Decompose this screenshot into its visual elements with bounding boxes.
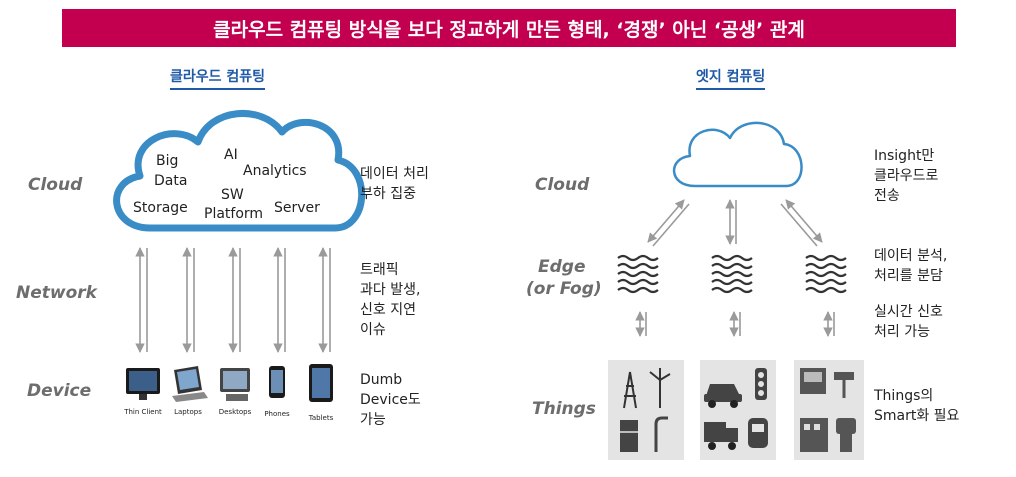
layer-things-label: Things <box>532 399 596 419</box>
device-label-laptops: Laptops <box>174 408 202 416</box>
desc-edge-share: 데이터 분석, 처리를 분담 <box>874 246 947 286</box>
desc-line: 트래픽 <box>360 262 399 278</box>
network-arrows <box>135 247 331 353</box>
cloud-word-data: Data <box>154 173 188 189</box>
cloud-word-server: Server <box>274 200 320 216</box>
desc-line: Insight만 <box>874 148 935 164</box>
edge-node-icons <box>617 254 847 294</box>
thin-client-icon <box>126 368 160 400</box>
cloud-word-platform: Platform <box>204 206 264 222</box>
banner: 클라우드 컴퓨팅 방식을 보다 정교하게 만든 형태, ‘경쟁’ 아닌 ‘공생’… <box>62 9 956 47</box>
tablet-icon <box>309 364 333 402</box>
desc-line: Dumb <box>360 372 403 388</box>
device-label-desktops: Desktops <box>218 408 252 416</box>
desc-network-traffic: 트래픽 과다 발생, 신호 지연 이슈 <box>360 260 420 340</box>
cloud-word-analytics: Analytics <box>243 163 307 179</box>
desc-line: 클라우드로 <box>874 168 939 184</box>
banner-title: 클라우드 컴퓨팅 방식을 보다 정교하게 만든 형태, ‘경쟁’ 아닌 ‘공생’… <box>213 18 805 41</box>
desc-line: 실시간 신호 <box>874 304 943 320</box>
layer-cloud-right-label: Cloud <box>535 175 590 195</box>
things-energy-icon <box>608 360 684 460</box>
layer-network-label: Network <box>16 283 97 303</box>
desktop-icon <box>220 368 250 401</box>
cloud-computing-title: 클라우드 컴퓨팅 <box>170 66 266 90</box>
laptop-icon <box>172 366 208 402</box>
desc-line: 신호 지연 <box>360 302 416 318</box>
things-transport-icon <box>700 360 776 460</box>
desc-dumb-device: Dumb Device도 가능 <box>360 370 421 430</box>
device-label-phones: Phones <box>264 410 290 418</box>
desc-line: 부하 집중 <box>360 186 416 202</box>
desc-line: 처리 가능 <box>874 324 930 340</box>
desc-line: 이슈 <box>360 322 386 338</box>
desc-line: 데이터 처리 <box>360 166 429 182</box>
cloud-word-big: Big <box>156 153 179 169</box>
layer-cloud-label: Cloud <box>28 175 83 195</box>
device-label-thin-client: Thin Client <box>124 408 162 416</box>
things-home-icon <box>794 360 864 460</box>
desc-line: 가능 <box>360 412 386 428</box>
desc-insight-only: Insight만 클라우드로 전송 <box>874 146 938 206</box>
phone-icon <box>269 366 285 398</box>
desc-edge-realtime: 실시간 신호 처리 가능 <box>874 302 943 342</box>
desc-line: 과다 발생, <box>360 282 421 298</box>
layer-edge-label: Edge <box>538 256 585 278</box>
edge-computing-title: 엣지 컴퓨팅 <box>696 66 766 90</box>
cloud-word-storage: Storage <box>133 200 188 216</box>
desc-line: Smart화 필요 <box>874 408 960 424</box>
layer-fog-label: (or Fog) <box>526 279 602 299</box>
desc-line: Things의 <box>874 388 934 404</box>
device-label-tablets: Tablets <box>308 414 334 422</box>
desc-things-smart: Things의 Smart화 필요 <box>874 386 959 426</box>
desc-cloud-load: 데이터 처리 부하 집중 <box>360 164 429 204</box>
cloud-word-sw: SW <box>221 187 244 203</box>
cloud-edge-arrows <box>647 199 823 247</box>
cloud-word-ai: AI <box>224 147 238 163</box>
layer-edge-text: Edge <box>538 257 586 277</box>
desc-line: 데이터 분석, <box>874 248 948 264</box>
edge-things-arrows <box>635 311 835 337</box>
desc-line: 전송 <box>874 188 900 204</box>
desc-line: Device도 <box>360 392 421 408</box>
right-cloud-shape <box>672 121 803 188</box>
desc-line: 처리를 분담 <box>874 268 943 284</box>
layer-device-label: Device <box>27 381 92 401</box>
left-cloud-shape <box>113 110 366 232</box>
